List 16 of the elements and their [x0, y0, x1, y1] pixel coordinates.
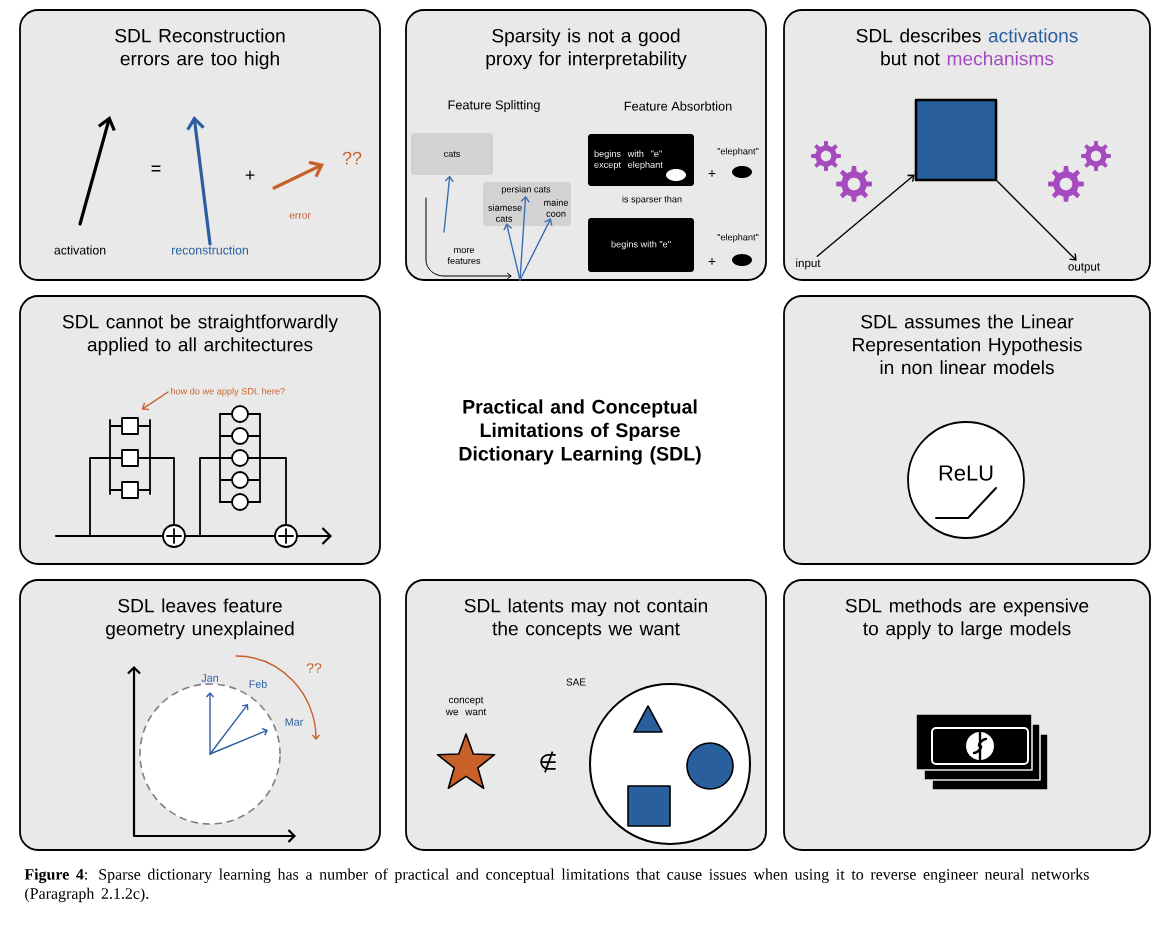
arrow [519, 218, 553, 281]
arrow [996, 180, 1077, 261]
panel: SDL methods are expensive to apply to large models [783, 579, 1151, 851]
arrow [141, 391, 169, 411]
arrow [503, 223, 521, 281]
title-text: Practical and Conceptual Limitations of Sparse Dictionary Learning (SDL) [459, 399, 701, 465]
not-element-sign: ∉ [540, 751, 556, 773]
arrow [443, 175, 454, 233]
circuit-drawing [54, 405, 332, 548]
group-box [483, 182, 571, 226]
question-marks: ?? [342, 151, 362, 165]
arrow [816, 174, 915, 257]
plus-sign: + [245, 170, 255, 180]
model-square [914, 98, 998, 182]
arrow [519, 195, 530, 281]
equals-sign: = [151, 165, 161, 172]
